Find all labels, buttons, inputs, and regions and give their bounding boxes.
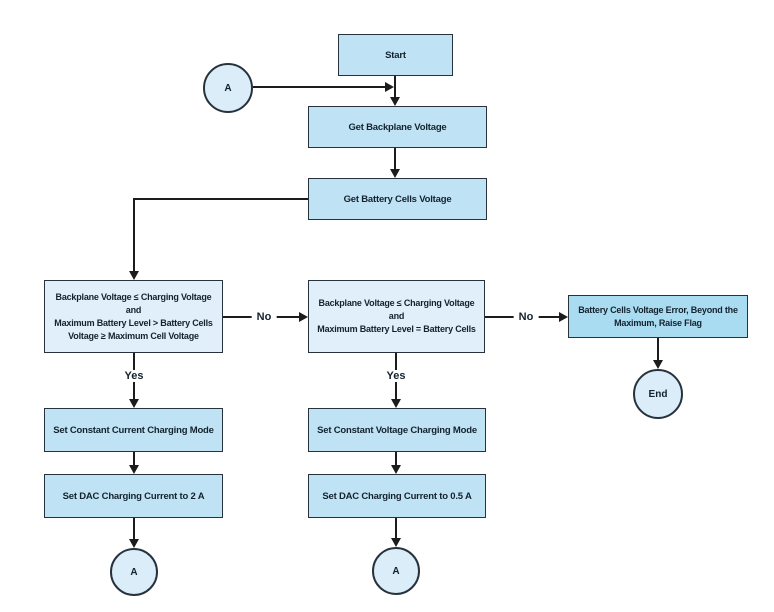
node-error-flag: Battery Cells Voltage Error, Beyond the … xyxy=(568,295,748,338)
node-get-battery-cells-voltage: Get Battery Cells Voltage xyxy=(308,178,487,220)
connector-a-top: A xyxy=(203,63,253,113)
node-set-constant-voltage-mode: Set Constant Voltage Charging Mode xyxy=(308,408,486,452)
edge-battery-left xyxy=(134,198,308,200)
edge-label-yes-2: Yes xyxy=(381,370,411,382)
edge-a-top-join xyxy=(253,86,385,88)
arrowhead-decision2 xyxy=(299,312,308,322)
edge-left-down xyxy=(133,198,135,271)
connector-a-mid: A xyxy=(372,547,420,595)
edge-backplane-battery xyxy=(394,148,396,169)
arrowhead-backplane xyxy=(390,97,400,106)
arrowhead-a-mid xyxy=(391,538,401,547)
arrowhead-decision1 xyxy=(129,271,139,280)
node-set-dac-05a: Set DAC Charging Current to 0.5 A xyxy=(308,474,486,518)
arrowhead-battery xyxy=(390,169,400,178)
node-start: Start xyxy=(338,34,453,76)
edge-label-no-2: No xyxy=(513,311,539,323)
arrowhead-end xyxy=(653,360,663,369)
node-set-dac-2a: Set DAC Charging Current to 2 A xyxy=(44,474,223,518)
node-end: End xyxy=(633,369,683,419)
arrowhead-a-left xyxy=(129,539,139,548)
edge-cc-dac2 xyxy=(133,452,135,465)
arrowhead-error xyxy=(559,312,568,322)
arrowhead-cc-mode xyxy=(129,399,139,408)
edge-dac05-a xyxy=(395,518,397,538)
arrowhead-dac2 xyxy=(129,465,139,474)
arrowhead-dac05 xyxy=(391,465,401,474)
arrowhead-cv-mode xyxy=(391,399,401,408)
edge-label-no-1: No xyxy=(251,311,277,323)
node-decision-constant-current: Backplane Voltage ≤ Charging Voltage and… xyxy=(44,280,223,353)
edge-start-backplane xyxy=(394,76,396,97)
edge-error-end xyxy=(657,338,659,360)
node-get-backplane-voltage: Get Backplane Voltage xyxy=(308,106,487,148)
edge-dac2-a xyxy=(133,518,135,539)
edge-label-yes-1: Yes xyxy=(119,370,149,382)
edge-cv-dac05 xyxy=(395,452,397,465)
arrowhead-a-top-join xyxy=(385,82,394,92)
node-set-constant-current-mode: Set Constant Current Charging Mode xyxy=(44,408,223,452)
connector-a-left: A xyxy=(110,548,158,596)
node-decision-constant-voltage: Backplane Voltage ≤ Charging Voltage and… xyxy=(308,280,485,353)
